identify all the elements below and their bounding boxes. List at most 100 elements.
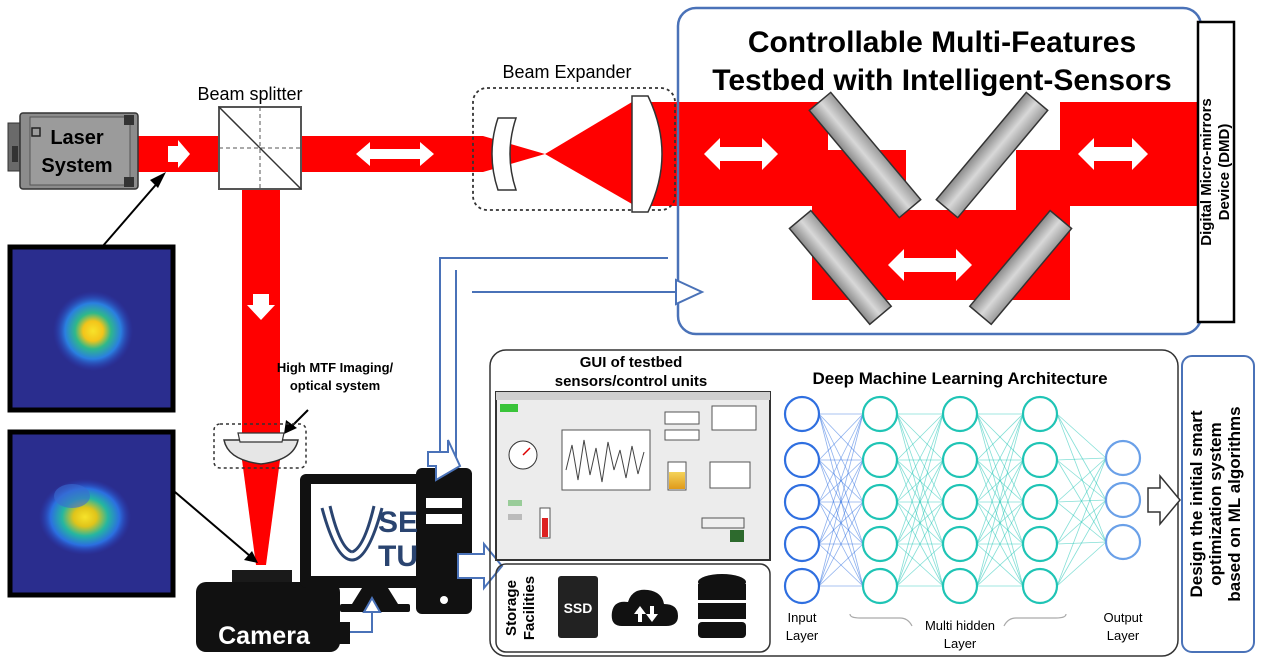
hidden-layer-brace: [849, 613, 1067, 627]
nn-connection: [818, 413, 864, 545]
imaging-lens: [213, 423, 307, 469]
design-label-1: Design the initial smart: [1187, 410, 1206, 597]
dml-title: Deep Machine Learning Architecture: [812, 369, 1107, 388]
beam-expander: [472, 87, 676, 213]
gui-title-1: GUI of testbed: [580, 354, 683, 371]
connector-arrows: [101, 172, 309, 563]
nn-connection: [976, 413, 1024, 545]
design-label-3: based on ML algorithms: [1225, 406, 1244, 601]
nn-connection: [896, 413, 944, 587]
nn-connection: [976, 413, 1024, 461]
output-node: [1104, 481, 1142, 519]
neural-network: [783, 395, 1142, 605]
nn-connection: [976, 459, 1024, 503]
nn-connection: [818, 413, 864, 503]
nn-connection: [818, 459, 864, 587]
nn-connection: [1056, 413, 1107, 459]
laser-label-1: Laser: [50, 127, 104, 149]
hidden-node: [1021, 395, 1059, 433]
output-node: [1104, 523, 1142, 561]
nn-connection: [976, 459, 1024, 587]
output-layer-label-2: Layer: [1107, 628, 1140, 643]
hidden-node: [861, 395, 899, 433]
storage-label-1: Storage: [503, 580, 520, 636]
nn-connection: [896, 413, 944, 461]
mirrors: [788, 91, 1073, 326]
nn-connection: [1056, 413, 1107, 501]
hidden-layer-label-2: Layer: [944, 636, 977, 651]
nn-connection: [1056, 457, 1107, 503]
laser-system: [7, 112, 139, 190]
nn-connection: [818, 413, 864, 587]
hidden-node: [941, 567, 979, 605]
design-arrow: [1147, 473, 1181, 527]
input-layer-label-1: Input: [788, 610, 817, 625]
nn-connection: [976, 501, 1024, 587]
nn-connection: [896, 459, 944, 503]
double-arrow-2: [704, 138, 778, 170]
data-flow-arrows: [350, 257, 705, 633]
nn-connection: [1056, 457, 1107, 461]
nn-connection: [896, 413, 944, 503]
input-node: [783, 483, 821, 521]
mirror-4: [968, 209, 1073, 326]
nn-connection: [818, 459, 864, 545]
nn-connection: [1056, 499, 1107, 587]
design-box: [1181, 355, 1255, 653]
nn-connection: [976, 413, 1024, 503]
input-node: [783, 441, 821, 479]
cloud-icon: [611, 589, 678, 626]
beam-expander-cone-out: [545, 102, 632, 204]
mirror-3: [788, 209, 893, 326]
hidden-node: [941, 441, 979, 479]
gui-title-2: sensors/control units: [555, 373, 708, 390]
mirror-1: [808, 91, 922, 219]
camera: [196, 570, 350, 652]
mirror-2: [935, 91, 1049, 219]
imaging-label-1: High MTF Imaging/: [277, 360, 394, 375]
camera-label: Camera: [218, 622, 311, 650]
beam-splitter-label: Beam splitter: [197, 84, 302, 104]
title-line-1: Controllable Multi-Features: [748, 26, 1136, 59]
input-node: [783, 525, 821, 563]
nn-connection: [896, 459, 944, 545]
hidden-node: [1021, 525, 1059, 563]
nn-connection: [818, 413, 864, 461]
title-line-2: Testbed with Intelligent-Sensors: [712, 64, 1172, 97]
expander-lens-1: [491, 117, 518, 191]
nn-connection: [1056, 457, 1107, 545]
hidden-node: [1021, 441, 1059, 479]
beam-direction-arrows: [168, 138, 1148, 320]
ssd-icon: [558, 576, 598, 638]
database-icon: [698, 574, 746, 638]
nn-connection: [1056, 457, 1107, 587]
dmd-label-1: Digital Micro-mirrors: [1198, 98, 1215, 246]
beam-splitter: [218, 106, 302, 190]
nn-connection: [818, 459, 864, 503]
input-node: [783, 395, 821, 433]
nn-connection: [896, 413, 944, 545]
hidden-node: [1021, 483, 1059, 521]
hidden-node: [941, 525, 979, 563]
double-arrow-1: [356, 142, 434, 166]
arrow-down-beam: [247, 294, 275, 320]
expander-lens-2: [631, 95, 663, 213]
storage-panel: [495, 563, 771, 653]
beam-profile-image-2: [7, 429, 176, 598]
output-layer-label-1: Output: [1103, 610, 1142, 625]
beam-focus-cone: [242, 460, 280, 565]
input-node: [783, 567, 821, 605]
nn-connection: [818, 501, 864, 587]
hidden-node: [941, 395, 979, 433]
hidden-node: [861, 483, 899, 521]
logo-text-tu: TU: [378, 540, 418, 573]
nn-connection: [818, 543, 864, 587]
nn-connection: [976, 543, 1024, 587]
ssd-label: SSD: [564, 600, 593, 616]
arrow-right-laser: [168, 140, 190, 168]
storage-label-2: Facilities: [521, 576, 538, 640]
nn-connection: [896, 459, 944, 587]
output-node: [1104, 439, 1142, 477]
gui-screenshot: [495, 391, 771, 561]
nn-connection: [1056, 541, 1107, 587]
